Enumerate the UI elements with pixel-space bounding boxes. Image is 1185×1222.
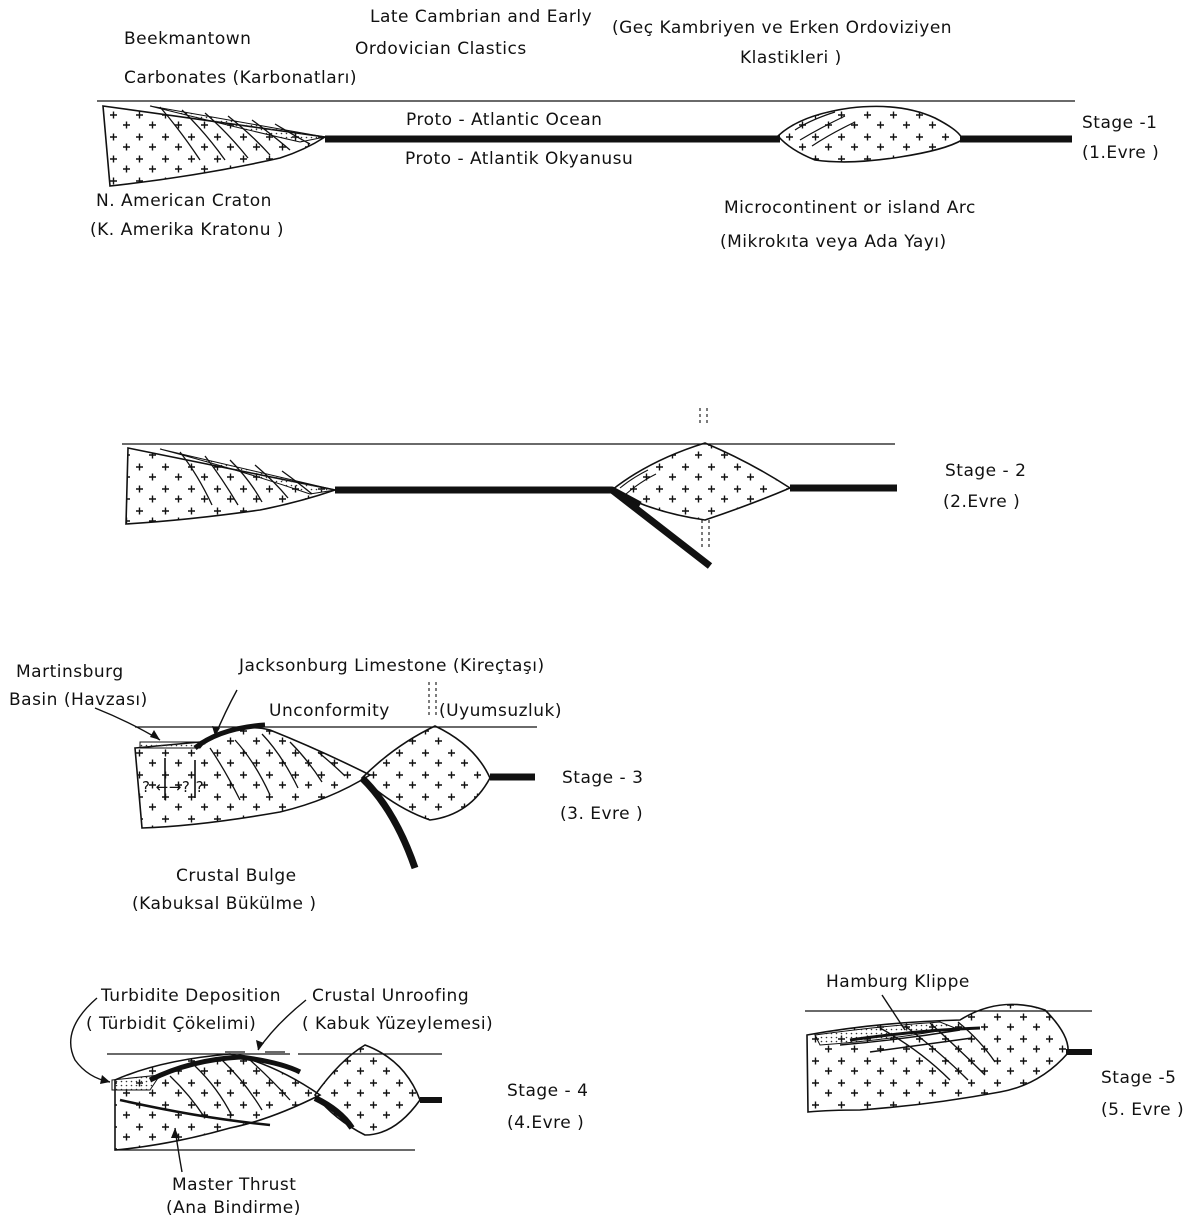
stage-5-tr-label: (5. Evre ) [1101, 1102, 1184, 1119]
stage-4-tr-label: (4.Evre ) [507, 1115, 584, 1132]
stage-1-label: Stage -1 [1082, 115, 1157, 132]
accreted-arc [315, 1045, 420, 1135]
basin-label-line1: Martinsburg [16, 664, 124, 681]
unroofing-arrow-head [256, 1040, 264, 1050]
craton-label: N. American Craton [96, 193, 272, 210]
unroofing-arrow [258, 1000, 306, 1050]
turbidite-arrow-head [100, 1075, 110, 1084]
turbidite-label: Turbidite Deposition [101, 988, 281, 1005]
bulge-label: Crustal Bulge [176, 868, 297, 885]
craton-tr-label: (K. Amerika Kratonu ) [90, 222, 284, 239]
clastics-tr-line1: (Geç Kambriyen ve Erken Ordoviziyen [612, 20, 952, 37]
microcontinent [778, 106, 962, 162]
oceanic-crust [335, 490, 640, 505]
stage-5-section [805, 995, 1092, 1112]
stage-3-tr-label: (3. Evre ) [560, 806, 643, 823]
carbonates-label-line2: Carbonates (Karbonatları) [124, 70, 357, 87]
collision-zone-block [807, 1004, 1068, 1112]
turbidite-arrow [71, 998, 110, 1082]
bulge-tr-label: (Kabuksal Bükülme ) [132, 896, 317, 913]
stage-5-label: Stage -5 [1101, 1070, 1176, 1087]
unroofing-tr-label: ( Kabuk Yüzeylemesi) [302, 1016, 493, 1033]
basin-label-line2: Basin (Havzası) [9, 692, 148, 709]
klippe-label: Hamburg Klippe [826, 974, 970, 991]
stage-1-tr-label: (1.Evre ) [1082, 145, 1159, 162]
unconformity-tr-label: (Uyumsuzluk) [439, 703, 562, 720]
turbidite-tr-label: ( Türbidit Çökelimi) [86, 1016, 256, 1033]
basin-arrow [95, 708, 160, 740]
basin-arrow-head [150, 730, 160, 740]
thrust-label: Master Thrust [172, 1177, 296, 1194]
ocean-label: Proto - Atlantic Ocean [406, 112, 602, 129]
ocean-tr-label: Proto - Atlantik Okyanusu [405, 151, 633, 168]
clastics-label-line2: Ordovician Clastics [355, 41, 527, 58]
stage-2-section [122, 408, 897, 566]
stage-2-label: Stage - 2 [945, 463, 1026, 480]
clastics-tr-line2: Klastikleri ) [740, 50, 842, 67]
stage-3-label: Stage - 3 [562, 770, 643, 787]
thrust-tr-label: (Ana Bindirme) [166, 1200, 301, 1217]
unroofing-label: Crustal Unroofing [312, 988, 469, 1005]
stage-4-label: Stage - 4 [507, 1083, 588, 1100]
magma-conduit [429, 682, 436, 715]
carbonates-label-line1: Beekmantown [124, 31, 251, 48]
clastics-label-line1: Late Cambrian and Early [370, 9, 592, 26]
arc-label: Microcontinent or island Arc [724, 200, 976, 217]
question-marks: ? ←→? ? [142, 780, 204, 795]
limestone-label: Jacksonburg Limestone (Kireçtaşı) [239, 658, 545, 675]
stage-2-tr-label: (2.Evre ) [943, 494, 1020, 511]
arc-tr-label: (Mikrokıta veya Ada Yayı) [720, 234, 947, 251]
unconformity-label: Unconformity [269, 703, 390, 720]
